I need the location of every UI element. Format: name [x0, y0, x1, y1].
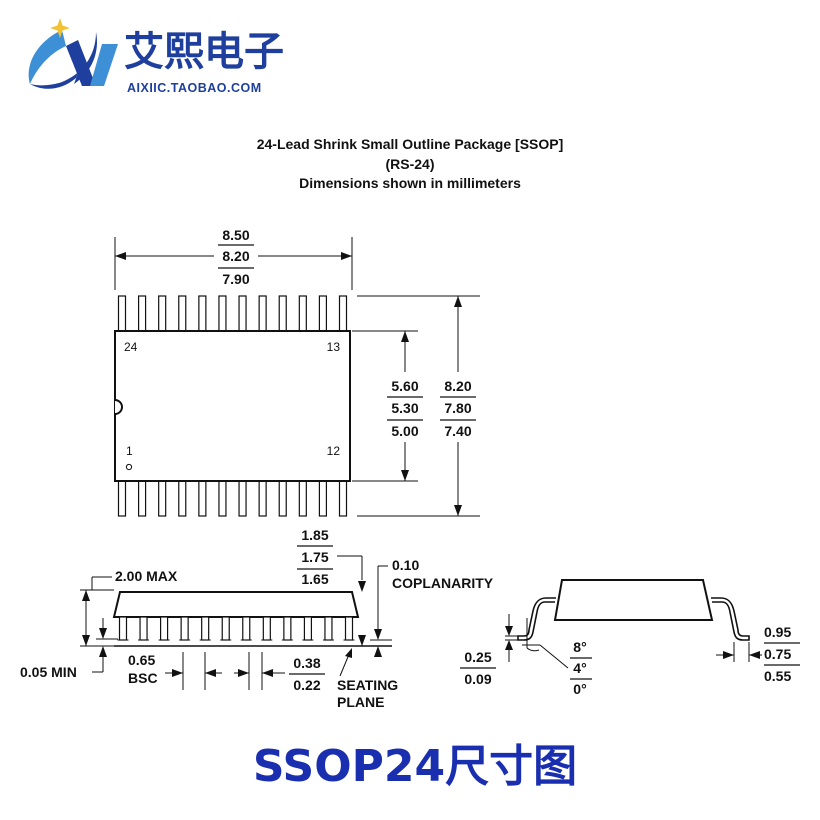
foot-length-min: 0.55	[764, 668, 791, 684]
overall-height-nom: 7.80	[444, 400, 471, 416]
lead-top	[238, 295, 247, 332]
coplanarity-label: COPLANARITY	[392, 575, 494, 591]
lead-bottom	[238, 480, 247, 517]
lead-width-min: 0.22	[293, 677, 320, 693]
standoff-label: 0.05 MIN	[20, 664, 77, 680]
pitch-label: BSC	[128, 670, 158, 686]
body-width-max: 8.50	[222, 227, 249, 243]
lead-bottom	[278, 480, 287, 517]
lead-top	[117, 295, 127, 332]
seated-height-min: 1.65	[301, 571, 328, 587]
lead-bottom	[218, 480, 227, 517]
logo-name: 艾熙电子	[124, 29, 284, 75]
seated-height-nom: 1.75	[301, 549, 328, 565]
lead-bottom	[298, 480, 307, 517]
top-leads-upper	[117, 295, 348, 332]
lead-top	[137, 295, 147, 332]
package-title: 24-Lead Shrink Small Outline Package [SS…	[257, 136, 564, 152]
pin-label-13: 13	[327, 340, 341, 354]
foot-length-nom: 0.75	[764, 646, 791, 662]
lead-bottom	[318, 480, 328, 517]
lead-top	[158, 295, 167, 332]
lead-side	[242, 616, 251, 641]
lead-angle-nom: 4°	[573, 660, 586, 676]
logo-url: AIXIIC.TAOBAO.COM	[127, 81, 262, 95]
lead-thickness-max: 0.25	[464, 649, 491, 665]
lead-bottom	[198, 480, 207, 517]
lead-bottom	[137, 480, 147, 517]
lead-top	[278, 295, 287, 332]
units-note: Dimensions shown in millimeters	[299, 175, 521, 191]
lead-side	[262, 616, 271, 641]
lead-top	[298, 295, 307, 332]
lead-side	[118, 616, 128, 641]
pitch-value: 0.65	[128, 652, 155, 668]
coplanarity-value: 0.10	[392, 557, 419, 573]
lead-bottom	[158, 480, 167, 517]
logo-swoosh-icon	[28, 30, 118, 89]
max-height-label: 2.00 MAX	[115, 568, 178, 584]
pin-label-1: 1	[126, 444, 133, 458]
top-leads-lower	[117, 480, 348, 517]
overall-height-max: 8.20	[444, 378, 471, 394]
lead-width-max: 0.38	[293, 655, 320, 671]
lead-top	[198, 295, 207, 332]
brand-logo: 艾熙电子 AIXIIC.TAOBAO.COM	[28, 18, 284, 95]
package-body-top	[114, 330, 351, 482]
lead-side	[283, 616, 292, 641]
lead-side	[303, 616, 313, 641]
seating-label-1: SEATING	[337, 677, 398, 693]
lead-side	[221, 616, 230, 641]
package-code: (RS-24)	[385, 156, 434, 172]
footer-caption: SSOP24尺寸图	[253, 741, 577, 792]
package-body-detail	[553, 579, 714, 621]
lead-bottom	[258, 480, 267, 517]
package-body-side	[112, 591, 360, 618]
foot-length-max: 0.95	[764, 624, 791, 640]
lead-angle-max: 8°	[573, 639, 586, 655]
lead-side	[344, 616, 354, 641]
lead-side	[159, 616, 169, 641]
seating-label-2: PLANE	[337, 694, 384, 710]
lead-angle-min: 0°	[573, 681, 586, 697]
lead-thickness-min: 0.09	[464, 671, 491, 687]
overall-height-min: 7.40	[444, 423, 471, 439]
pin-label-12: 12	[327, 444, 341, 458]
detail-lead-left	[517, 597, 556, 641]
body-height-nom: 5.30	[391, 400, 418, 416]
lead-side	[139, 616, 148, 641]
lead-side	[201, 616, 210, 641]
lead-bottom	[178, 480, 187, 517]
detail-lead-right	[711, 597, 750, 641]
lead-top	[178, 295, 187, 332]
lead-top	[318, 295, 328, 332]
lead-side	[180, 616, 189, 641]
pin1-dot	[125, 463, 133, 471]
lead-top	[218, 295, 227, 332]
body-width-nom: 8.20	[222, 248, 249, 264]
lead-bottom	[338, 480, 348, 517]
top-view: 24 13 1 12 8.50 8.20 7.90 5.60 5.30 5.00	[114, 227, 480, 517]
body-width-min: 7.90	[222, 271, 249, 287]
logo-star-icon	[50, 18, 70, 38]
lead-top	[338, 295, 348, 332]
detail-view: 0.25 0.09 8° 4° 0° 0.95 0.75 0.55	[460, 579, 800, 697]
body-height-min: 5.00	[391, 423, 418, 439]
seated-height-max: 1.85	[301, 527, 328, 543]
lead-side	[324, 616, 333, 641]
pin-label-24: 24	[124, 340, 138, 354]
body-height-max: 5.60	[391, 378, 418, 394]
lead-top	[258, 295, 267, 332]
side-view: 1.85 1.75 1.65 2.00 MAX 0.05 MIN 0.10 CO…	[20, 527, 494, 710]
lead-bottom	[117, 480, 127, 517]
pin1-notch	[114, 399, 123, 415]
side-leads	[117, 616, 355, 641]
